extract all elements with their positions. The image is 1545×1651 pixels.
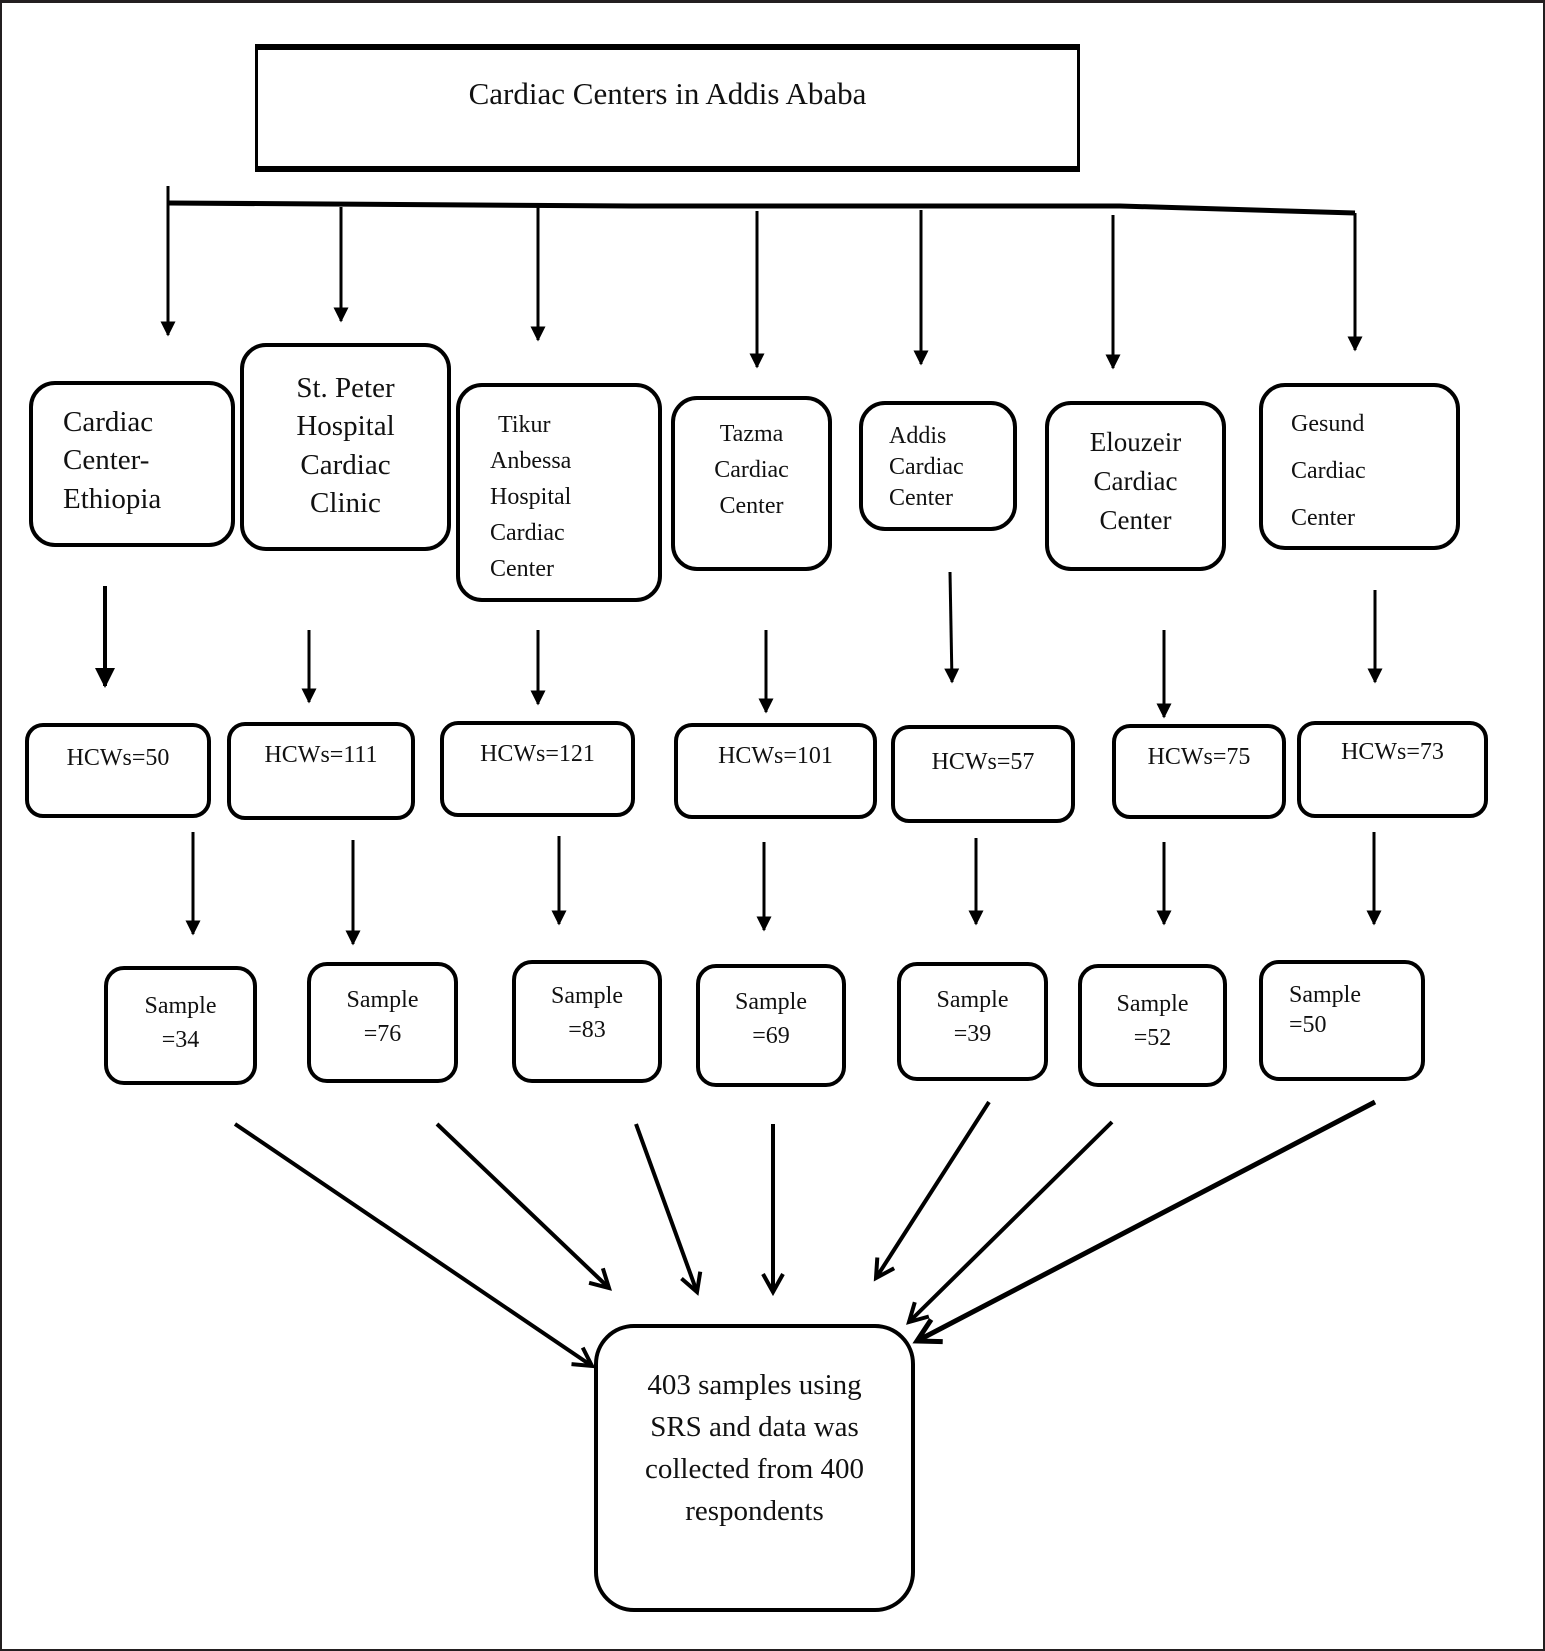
center-name-line: Elouzeir <box>1089 427 1182 457</box>
center-node-elouzeir-cardiac-center: Elouzeir Cardiac Center <box>1045 401 1226 571</box>
center-name-line: Cardiac <box>1291 457 1366 484</box>
center-node-tazma-cardiac-center: Tazma Cardiac Center <box>671 396 832 571</box>
center-node-addis-cardiac-center: Addis Cardiac Center <box>859 401 1017 531</box>
result-node-total-samples: 403 samples using SRS and data was colle… <box>594 1324 915 1612</box>
distribution-bus-line <box>167 200 1356 216</box>
center-name-line: Cardiac <box>714 457 789 483</box>
arrow-sample-to-total-6 <box>909 1120 1114 1322</box>
sample-value: =52 <box>1133 1024 1172 1051</box>
sample-node-3: Sample =83 <box>512 960 662 1083</box>
sample-label: Sample <box>144 993 217 1019</box>
arrow-sample-to-total-1 <box>233 1122 592 1366</box>
center-name-line: Center <box>889 485 953 512</box>
center-name-line: St. Peter <box>296 372 395 404</box>
center-name-line: Anbessa <box>490 448 572 474</box>
sample-node-5: Sample =39 <box>897 962 1048 1081</box>
sample-node-6: Sample =52 <box>1078 964 1227 1087</box>
center-node-cardiac-center-ethiopia: Cardiac Center- Ethiopia <box>29 381 235 547</box>
center-name-line: Hospital <box>296 410 395 443</box>
sample-label: Sample <box>1289 982 1361 1008</box>
arrow-center-to-hcw-5 <box>944 571 960 684</box>
hcw-count-label: HCWs=101 <box>718 743 833 769</box>
sample-node-7: Sample =50 <box>1259 960 1425 1081</box>
center-node-gesund-cardiac-center: Gesund Cardiac Center <box>1259 383 1460 550</box>
arrow-sample-to-total-5 <box>876 1100 991 1278</box>
result-line: 403 samples using <box>647 1369 862 1401</box>
root-node-cardiac-centers: Cardiac Centers in Addis Ababa <box>255 44 1080 172</box>
sample-value: =76 <box>363 1020 402 1047</box>
hcw-node-4: HCWs=101 <box>674 723 877 819</box>
hcw-count-label: HCWs=50 <box>66 745 170 771</box>
center-name-line: Ethiopia <box>63 482 162 515</box>
result-line: SRS and data was <box>650 1411 859 1444</box>
center-name-line: Cardiac <box>889 454 964 481</box>
hcw-count-label: HCWs=111 <box>264 742 378 768</box>
center-name-line: Center <box>719 493 784 519</box>
center-name-line: Gesund <box>1291 411 1365 437</box>
sample-node-4: Sample =69 <box>696 964 846 1087</box>
center-name-line: Tikur <box>498 412 551 438</box>
sample-label: Sample <box>551 983 623 1009</box>
arrow-sample-to-total-3 <box>634 1123 697 1292</box>
center-name-line: Hospital <box>490 484 572 510</box>
center-name-line: Cardiac <box>1093 466 1178 497</box>
center-node-st-peter-hospital: St. Peter Hospital Cardiac Clinic <box>240 343 451 551</box>
sample-value: =34 <box>161 1026 200 1053</box>
hcw-count-label: HCWs=121 <box>480 741 595 767</box>
sample-label: Sample <box>346 987 419 1013</box>
sample-label: Sample <box>936 987 1009 1013</box>
hcw-node-1: HCWs=50 <box>25 723 211 818</box>
sample-label: Sample <box>1116 991 1189 1017</box>
arrow-sample-to-total-2 <box>435 1122 609 1288</box>
hcw-node-3: HCWs=121 <box>440 721 635 817</box>
hcw-node-2: HCWs=111 <box>227 722 415 820</box>
result-line: respondents <box>685 1495 824 1528</box>
hcw-node-6: HCWs=75 <box>1112 724 1286 819</box>
center-name-line: Cardiac <box>490 520 565 546</box>
center-name-line: Addis <box>889 423 947 449</box>
center-name-line: Center <box>490 556 554 582</box>
center-name-line: Center- <box>63 444 150 477</box>
center-name-line: Tazma <box>719 421 784 447</box>
center-node-tikur-anbessa-hospital: Tikur Anbessa Hospital Cardiac Center <box>456 383 662 602</box>
hcw-count-label: HCWs=75 <box>1147 744 1251 770</box>
sample-value: =39 <box>953 1020 992 1047</box>
hcw-count-label: HCWs=73 <box>1341 739 1444 765</box>
sample-node-2: Sample =76 <box>307 962 458 1083</box>
result-line: collected from 400 <box>644 1453 865 1486</box>
center-name-line: Center <box>1291 504 1355 531</box>
arrow-sample-to-total-7 <box>917 1099 1377 1341</box>
hcw-node-7: HCWs=73 <box>1297 721 1488 818</box>
sample-value: =83 <box>568 1016 606 1043</box>
center-name-line: Cardiac <box>63 406 154 438</box>
center-name-line: Cardiac <box>300 448 391 481</box>
center-name-line: Clinic <box>310 486 381 519</box>
sample-node-1: Sample =34 <box>104 966 257 1085</box>
root-node-title: Cardiac Centers in Addis Ababa <box>468 76 867 111</box>
center-name-line: Center <box>1099 505 1172 536</box>
sample-value: =50 <box>1289 1012 1327 1038</box>
hcw-count-label: HCWs=57 <box>931 749 1035 775</box>
hcw-node-5: HCWs=57 <box>891 725 1075 823</box>
sample-label: Sample <box>735 989 807 1015</box>
sample-value: =69 <box>752 1022 790 1049</box>
